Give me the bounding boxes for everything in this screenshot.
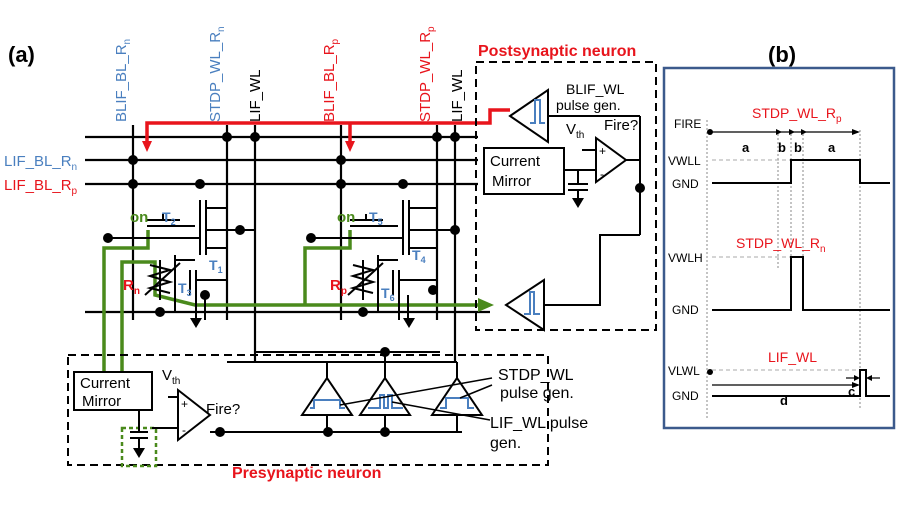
timing-gnd3-label: GND bbox=[672, 389, 699, 403]
pre-lif-pulse-line2: gen. bbox=[490, 435, 521, 452]
col-label-blif-bl-rp: BLIF_BL_Rp bbox=[321, 38, 341, 122]
post-mirror-line1: Current bbox=[490, 153, 541, 170]
green-arrow bbox=[478, 298, 494, 312]
timing-b2: b bbox=[794, 140, 802, 155]
pre-fire: Fire? bbox=[206, 401, 240, 418]
waveform-stdp-rn bbox=[712, 256, 890, 311]
timing-vwlh-label: VWLH bbox=[668, 251, 703, 265]
timing-vwll-label: VWLL bbox=[668, 154, 701, 168]
post-comp-plus: + bbox=[599, 144, 606, 158]
post-blif-pulse-line2: pulse gen. bbox=[556, 97, 621, 113]
cell-p bbox=[311, 200, 455, 320]
pre-vth: Vth bbox=[162, 367, 180, 387]
cell-p-t5-label: T5 bbox=[369, 209, 383, 227]
pre-stdp-pulse-line1: STDP_WL bbox=[498, 367, 574, 384]
postsynaptic-neuron: Postsynaptic neuron BLIF_WL pulse gen. C… bbox=[475, 43, 657, 332]
row-label-lif-bl-rp: LIF_BL_Rp bbox=[4, 177, 78, 197]
timing-a2: a bbox=[828, 140, 836, 155]
col-label-lif-wl-2: LIF_WL bbox=[449, 69, 466, 122]
cell-p-t4-label: T4 bbox=[412, 247, 426, 265]
pre-mirror-line2: Mirror bbox=[82, 393, 121, 410]
red-spike-path bbox=[145, 108, 510, 143]
cell-p-t6-label: T6 bbox=[381, 285, 395, 303]
presynaptic-neuron: Presynaptic neuron Current Mirror + - Vt… bbox=[67, 351, 588, 482]
red-arrow-p bbox=[345, 141, 355, 152]
pre-comp-plus: + bbox=[181, 397, 188, 411]
col-label-stdp-wl-rn: STDP_WL_Rn bbox=[207, 26, 227, 122]
cell-n bbox=[108, 200, 255, 320]
timing-d: d bbox=[780, 393, 788, 408]
cell-n-on-label: on bbox=[130, 209, 148, 226]
timing-fire-label: FIRE bbox=[674, 117, 701, 131]
pre-mirror-line1: Current bbox=[80, 375, 131, 392]
cell-n-t3-label: T3 bbox=[178, 280, 192, 298]
cell-n-t2-label: T2 bbox=[162, 209, 176, 227]
timing-vlwl-label: VLWL bbox=[668, 364, 700, 378]
gnd-arrow-n1 bbox=[190, 318, 202, 328]
waveform-stdp-rp bbox=[712, 159, 890, 184]
timing-b1: b bbox=[778, 140, 786, 155]
timing-stdp-rp-title: STDP_WL_Rp bbox=[752, 105, 842, 125]
cell-p-r-label: Rp bbox=[330, 277, 347, 297]
timing-gnd1-label: GND bbox=[672, 177, 699, 191]
col-label-lif-wl-1: LIF_WL bbox=[247, 69, 264, 122]
pre-stdp-pulse-line2: pulse gen. bbox=[500, 385, 574, 402]
timing-lif-wl-title: LIF_WL bbox=[768, 349, 817, 365]
cell-n-t1-label: T1 bbox=[209, 257, 223, 275]
timing-a1: a bbox=[742, 140, 750, 155]
gnd-arrow-p1 bbox=[403, 318, 415, 328]
panel-a: (a) BLIF_BL_Rn STDP_WL_Rn LIF_WL BLIF_BL… bbox=[4, 26, 657, 482]
red-arrow-n bbox=[142, 141, 152, 152]
timing-refs bbox=[706, 120, 861, 418]
row-label-lif-bl-rn: LIF_BL_Rn bbox=[4, 153, 77, 173]
post-vth: Vth bbox=[566, 121, 584, 141]
pre-comp-minus: - bbox=[182, 423, 186, 437]
cell-n-r-label: Rn bbox=[123, 277, 140, 297]
cell-p-on-label: on bbox=[337, 209, 355, 226]
post-blif-pulse-line1: BLIF_WL bbox=[566, 81, 625, 97]
row-wires bbox=[85, 135, 490, 314]
panel-b: (b) STDP_WL_Rp FIRE a b b a VWLL GND STD… bbox=[662, 42, 896, 430]
postsynaptic-title: Postsynaptic neuron bbox=[478, 43, 636, 60]
waveform-lif-wl bbox=[712, 369, 890, 397]
presynaptic-title: Presynaptic neuron bbox=[232, 465, 381, 482]
panel-a-label: (a) bbox=[8, 42, 35, 67]
panel-b-label: (b) bbox=[768, 42, 796, 67]
green-spike-path bbox=[102, 230, 478, 372]
post-mirror-line2: Mirror bbox=[492, 173, 531, 190]
timing-stdp-rn-title: STDP_WL_Rn bbox=[736, 235, 826, 255]
post-comp-minus: - bbox=[600, 167, 604, 181]
pre-lif-pulse-line1: LIF_WL pulse bbox=[490, 415, 588, 432]
col-label-blif-bl-rn: BLIF_BL_Rn bbox=[113, 39, 133, 122]
timing-c: c bbox=[848, 384, 855, 399]
post-fire: Fire? bbox=[604, 117, 638, 134]
junction-dots bbox=[103, 132, 460, 357]
col-label-stdp-wl-rp: STDP_WL_Rp bbox=[417, 26, 437, 122]
panel-b-frame bbox=[662, 66, 896, 430]
timing-gnd2-label: GND bbox=[672, 303, 699, 317]
